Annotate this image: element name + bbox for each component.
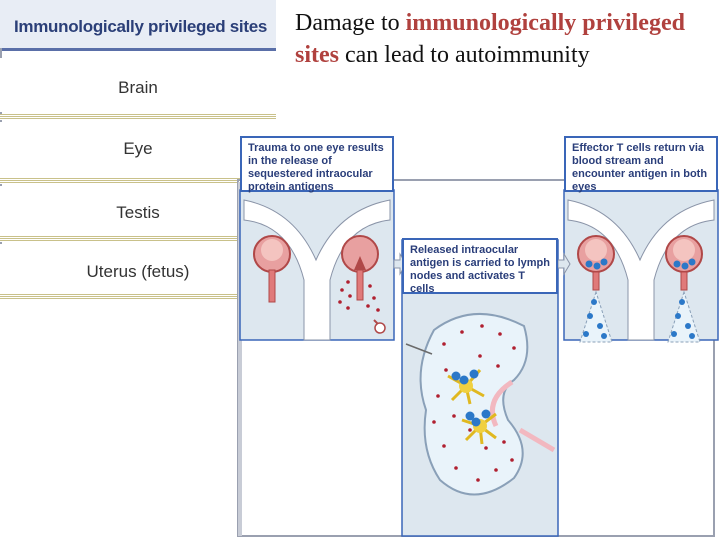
eye-left-intact [253,235,291,303]
dendritic-cell-upper [447,369,485,405]
lymph-node-diagram [405,312,556,496]
t-cell-stream-2 [667,290,701,343]
nasal-bridge-left [243,199,391,341]
row-divider [0,294,276,300]
heading-text-1: Damage to [295,10,406,36]
row-label-uterus: Uterus (fetus) [86,262,190,281]
released-antigen-dots [338,280,380,312]
lymph-cell [374,322,386,334]
table-row-eye: Eye [0,122,276,178]
afferent-lymphatic [405,343,433,355]
eye-left-damaged [341,235,379,301]
row-label-testis: Testis [116,203,160,222]
efferent-vessel [518,427,556,453]
caption-lymph-node-text: Released intraocular antigen is carried … [410,244,550,295]
heading-text-2: can lead to autoimmunity [339,42,590,68]
table-header-title: Immunologically privileged sites [14,17,268,36]
nasal-bridge-right [567,199,715,341]
caption-effector: Effector T cells return via blood stream… [564,136,718,193]
slide-heading: Damage to immunologically privileged sit… [295,7,715,71]
table-row-uterus: Uterus (fetus) [0,244,276,294]
privileged-sites-table: Immunologically privileged sites Brain E… [0,0,276,300]
table-row-brain: Brain [0,58,276,112]
table-header: Immunologically privileged sites [0,0,276,51]
eye-right-2 [665,235,703,291]
caption-trauma: Trauma to one eye results in the release… [240,136,394,193]
row-label-eye: Eye [123,139,153,158]
t-cell-stream-1 [579,290,613,343]
caption-lymph-node: Released intraocular antigen is carried … [402,238,558,295]
caption-effector-text: Effector T cells return via blood stream… [572,142,708,193]
autoimmunity-figure: Trauma to one eye results in the release… [234,130,720,540]
table-row-testis: Testis [0,186,276,236]
dendritic-cell-lower [461,409,497,445]
caption-trauma-text: Trauma to one eye results in the release… [248,142,384,193]
row-label-brain: Brain [118,78,158,97]
row-divider [0,236,276,242]
arrow-middle-to-right-icon [557,252,571,276]
heading-highlight: immunologically privileged sites [295,10,685,68]
row-divider [0,178,276,184]
row-divider [0,114,276,120]
eye-right-1 [577,235,615,291]
